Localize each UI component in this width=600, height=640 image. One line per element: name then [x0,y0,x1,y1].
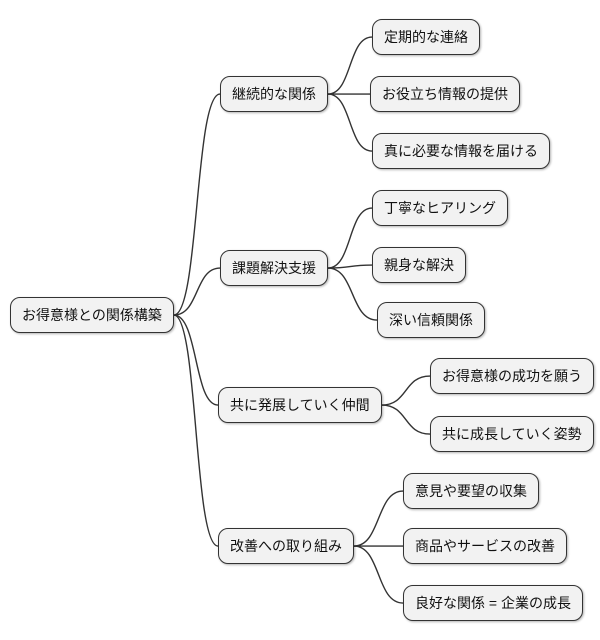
leaf-node: お得意様の成功を願う [430,358,594,395]
leaf-node: 共に成長していく姿勢 [430,416,594,453]
branch-node: 共に発展していく仲間 [218,387,382,424]
leaf-node: 親身な解決 [372,247,466,284]
leaf-node: 良好な関係 = 企業の成長 [403,585,583,622]
leaf-node: 定期的な連絡 [372,19,480,56]
branch-node: 課題解決支援 [220,250,328,287]
leaf-node: 深い信頼関係 [377,302,485,339]
node-root: お得意様との関係構築 [10,297,174,334]
leaf-node: 商品やサービスの改善 [403,528,567,565]
leaf-node: 意見や要望の収集 [403,473,539,510]
leaf-node: 真に必要な情報を届ける [372,133,550,170]
leaf-node: 丁寧なヒアリング [372,190,508,227]
leaf-node: お役立ち情報の提供 [370,76,520,113]
branch-node: 継続的な関係 [220,76,328,113]
branch-node: 改善への取り組み [218,528,354,565]
